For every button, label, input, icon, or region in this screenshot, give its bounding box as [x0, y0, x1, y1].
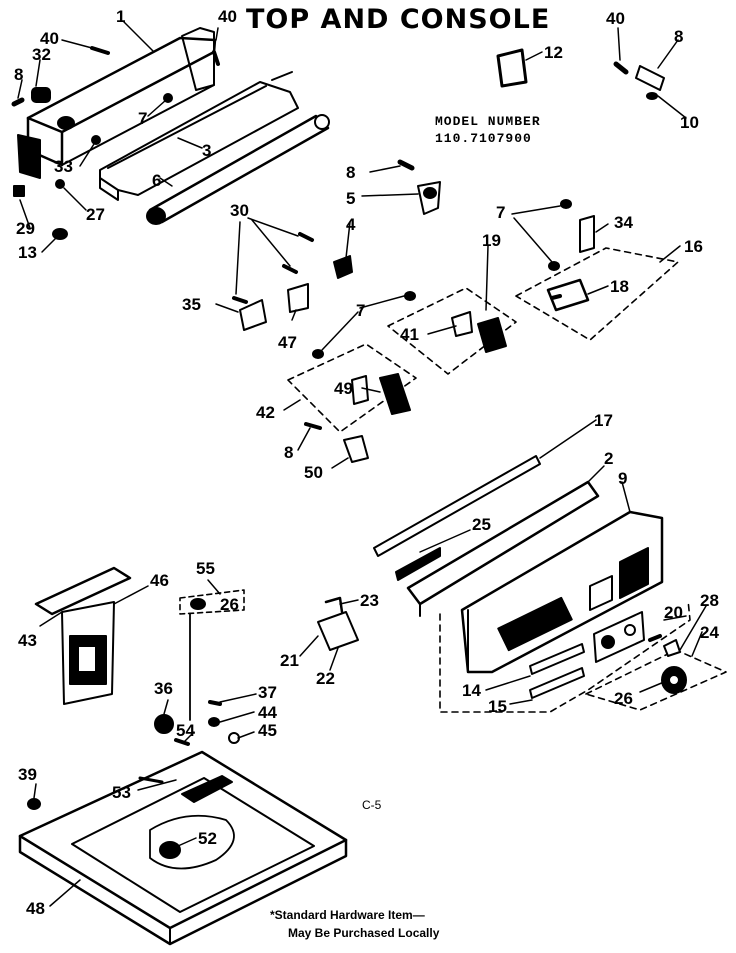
- callout: 44: [258, 703, 277, 722]
- callout: 8: [346, 163, 355, 182]
- callout: 24: [700, 623, 719, 642]
- console-dashed-outline: [439, 599, 727, 713]
- callout: 4: [346, 215, 356, 234]
- callout: 54: [176, 721, 195, 740]
- callout: 14: [462, 681, 481, 700]
- page-code: C-5: [362, 798, 382, 812]
- hinge-hardware: [27, 700, 240, 810]
- callout: 55: [196, 559, 215, 578]
- callout: 40: [606, 9, 625, 28]
- callout: 6: [152, 171, 161, 190]
- callout: 53: [112, 783, 131, 802]
- callout: 21: [280, 651, 299, 670]
- callout: 3: [202, 141, 211, 160]
- switch-bracket: [317, 596, 359, 651]
- knob-parts: [648, 634, 687, 694]
- callout: 52: [198, 829, 217, 848]
- callout: 8: [14, 65, 23, 84]
- callout: 17: [594, 411, 613, 430]
- callout-labels: 1 40 40 32 8 7 3 33 6 27 29 13 12 40 8 1…: [14, 7, 719, 918]
- washer-top-panel: [18, 750, 348, 946]
- callout: 26: [614, 689, 633, 708]
- callout: 16: [684, 237, 703, 256]
- callout: 46: [150, 571, 169, 590]
- top-right-small-parts: [496, 48, 665, 100]
- callout: 19: [482, 231, 501, 250]
- callout: 2: [604, 449, 613, 468]
- callout: 25: [472, 515, 491, 534]
- callout: 40: [40, 29, 59, 48]
- page-title: TOP AND CONSOLE: [246, 4, 551, 35]
- callout: 47: [278, 333, 297, 352]
- footnote-line-2: May Be Purchased Locally: [288, 926, 440, 940]
- middle-parts: [232, 159, 595, 359]
- footnote-line-1: *Standard Hardware Item—: [270, 908, 425, 922]
- callout: 7: [138, 109, 147, 128]
- callout: 35: [182, 295, 201, 314]
- callout: 28: [700, 591, 719, 610]
- callout: 39: [18, 765, 37, 784]
- callout: 43: [18, 631, 37, 650]
- switch-parts: [304, 278, 590, 463]
- small-hardware-left: [11, 46, 220, 240]
- console-trim-bracket: [99, 71, 299, 201]
- callout: 30: [230, 201, 249, 220]
- callout: 1: [116, 7, 125, 26]
- leader-lines: [17, 21, 707, 907]
- callout: 7: [496, 203, 505, 222]
- console-back-panel: [17, 27, 217, 179]
- callout: 33: [54, 157, 73, 176]
- callout: 13: [18, 243, 37, 262]
- callout: 36: [154, 679, 173, 698]
- callout: 8: [674, 27, 683, 46]
- callout: 20: [664, 603, 683, 622]
- console-trim-strip: [373, 455, 541, 581]
- callout: 48: [26, 899, 45, 918]
- callout: 23: [360, 591, 379, 610]
- callout: 34: [614, 213, 633, 232]
- callout: 37: [258, 683, 277, 702]
- callout: 40: [218, 7, 237, 26]
- callout: 18: [610, 277, 629, 296]
- callout: 27: [86, 205, 105, 224]
- callout: 32: [32, 45, 51, 64]
- callout: 12: [544, 43, 563, 62]
- callout: 22: [316, 669, 335, 688]
- callout: 45: [258, 721, 277, 740]
- timer-assembly: [34, 566, 245, 721]
- dashed-assembly-boxes: [287, 247, 679, 433]
- end-cap-rod: [146, 114, 330, 225]
- callout: 5: [346, 189, 355, 208]
- callout: 15: [488, 697, 507, 716]
- model-number-label: MODEL NUMBER: [435, 114, 541, 129]
- callout: 26: [220, 595, 239, 614]
- callout: 10: [680, 113, 699, 132]
- callout: 8: [284, 443, 293, 462]
- callout: 9: [618, 469, 627, 488]
- callout: 49: [334, 379, 353, 398]
- callout: 29: [16, 219, 35, 238]
- callout: 42: [256, 403, 275, 422]
- model-number-value: 110.7107900: [435, 131, 532, 146]
- callout: 50: [304, 463, 323, 482]
- control-panel: [406, 480, 664, 699]
- callout: 7: [356, 301, 365, 320]
- callout: 41: [400, 325, 419, 344]
